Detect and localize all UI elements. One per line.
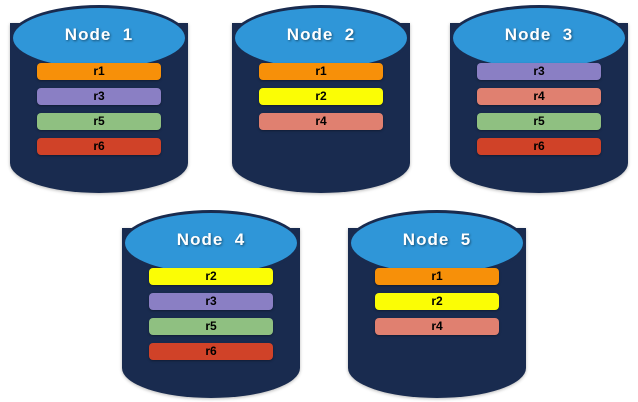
cylinder-top-icon xyxy=(232,5,410,71)
replica-bar-r2[interactable]: r2 xyxy=(259,88,383,105)
replica-bar-r6[interactable]: r6 xyxy=(477,138,601,155)
database-node-2[interactable]: Node 2 r1 r2 r4 xyxy=(232,5,410,193)
replica-bar-r3[interactable]: r3 xyxy=(37,88,161,105)
replica-list: r3 r4 r5 r6 xyxy=(477,63,601,155)
replica-bar-r5[interactable]: r5 xyxy=(37,113,161,130)
database-node-1[interactable]: Node 1 r1 r3 r5 r6 xyxy=(10,5,188,193)
node-label: Node 4 xyxy=(176,230,246,249)
replica-bar-r1[interactable]: r1 xyxy=(37,63,161,80)
replica-list: r1 r3 r5 r6 xyxy=(37,63,161,155)
replica-bar-r3[interactable]: r3 xyxy=(149,293,273,310)
node-label: Node 1 xyxy=(64,25,134,44)
node-label: Node 5 xyxy=(402,230,472,249)
cylinder-top-icon xyxy=(348,210,526,276)
node-label: Node 3 xyxy=(504,25,574,44)
replica-bar-r6[interactable]: r6 xyxy=(37,138,161,155)
replica-bar-r6[interactable]: r6 xyxy=(149,343,273,360)
database-node-3[interactable]: Node 3 r3 r4 r5 r6 xyxy=(450,5,628,193)
replica-bar-r1[interactable]: r1 xyxy=(259,63,383,80)
database-node-5[interactable]: Node 5 r1 r2 r4 xyxy=(348,210,526,398)
replica-bar-r2[interactable]: r2 xyxy=(375,293,499,310)
replica-list: r2 r3 r5 r6 xyxy=(149,268,273,360)
replica-list: r1 r2 r4 xyxy=(259,63,383,130)
cylinder-top-icon xyxy=(10,5,188,71)
node-label: Node 2 xyxy=(286,25,356,44)
replica-bar-r4[interactable]: r4 xyxy=(375,318,499,335)
database-node-4[interactable]: Node 4 r2 r3 r5 r6 xyxy=(122,210,300,398)
replica-bar-r2[interactable]: r2 xyxy=(149,268,273,285)
replica-list: r1 r2 r4 xyxy=(375,268,499,335)
replica-bar-r5[interactable]: r5 xyxy=(477,113,601,130)
replica-bar-r1[interactable]: r1 xyxy=(375,268,499,285)
replica-bar-r4[interactable]: r4 xyxy=(259,113,383,130)
replica-bar-r4[interactable]: r4 xyxy=(477,88,601,105)
replica-bar-r3[interactable]: r3 xyxy=(477,63,601,80)
replica-bar-r5[interactable]: r5 xyxy=(149,318,273,335)
